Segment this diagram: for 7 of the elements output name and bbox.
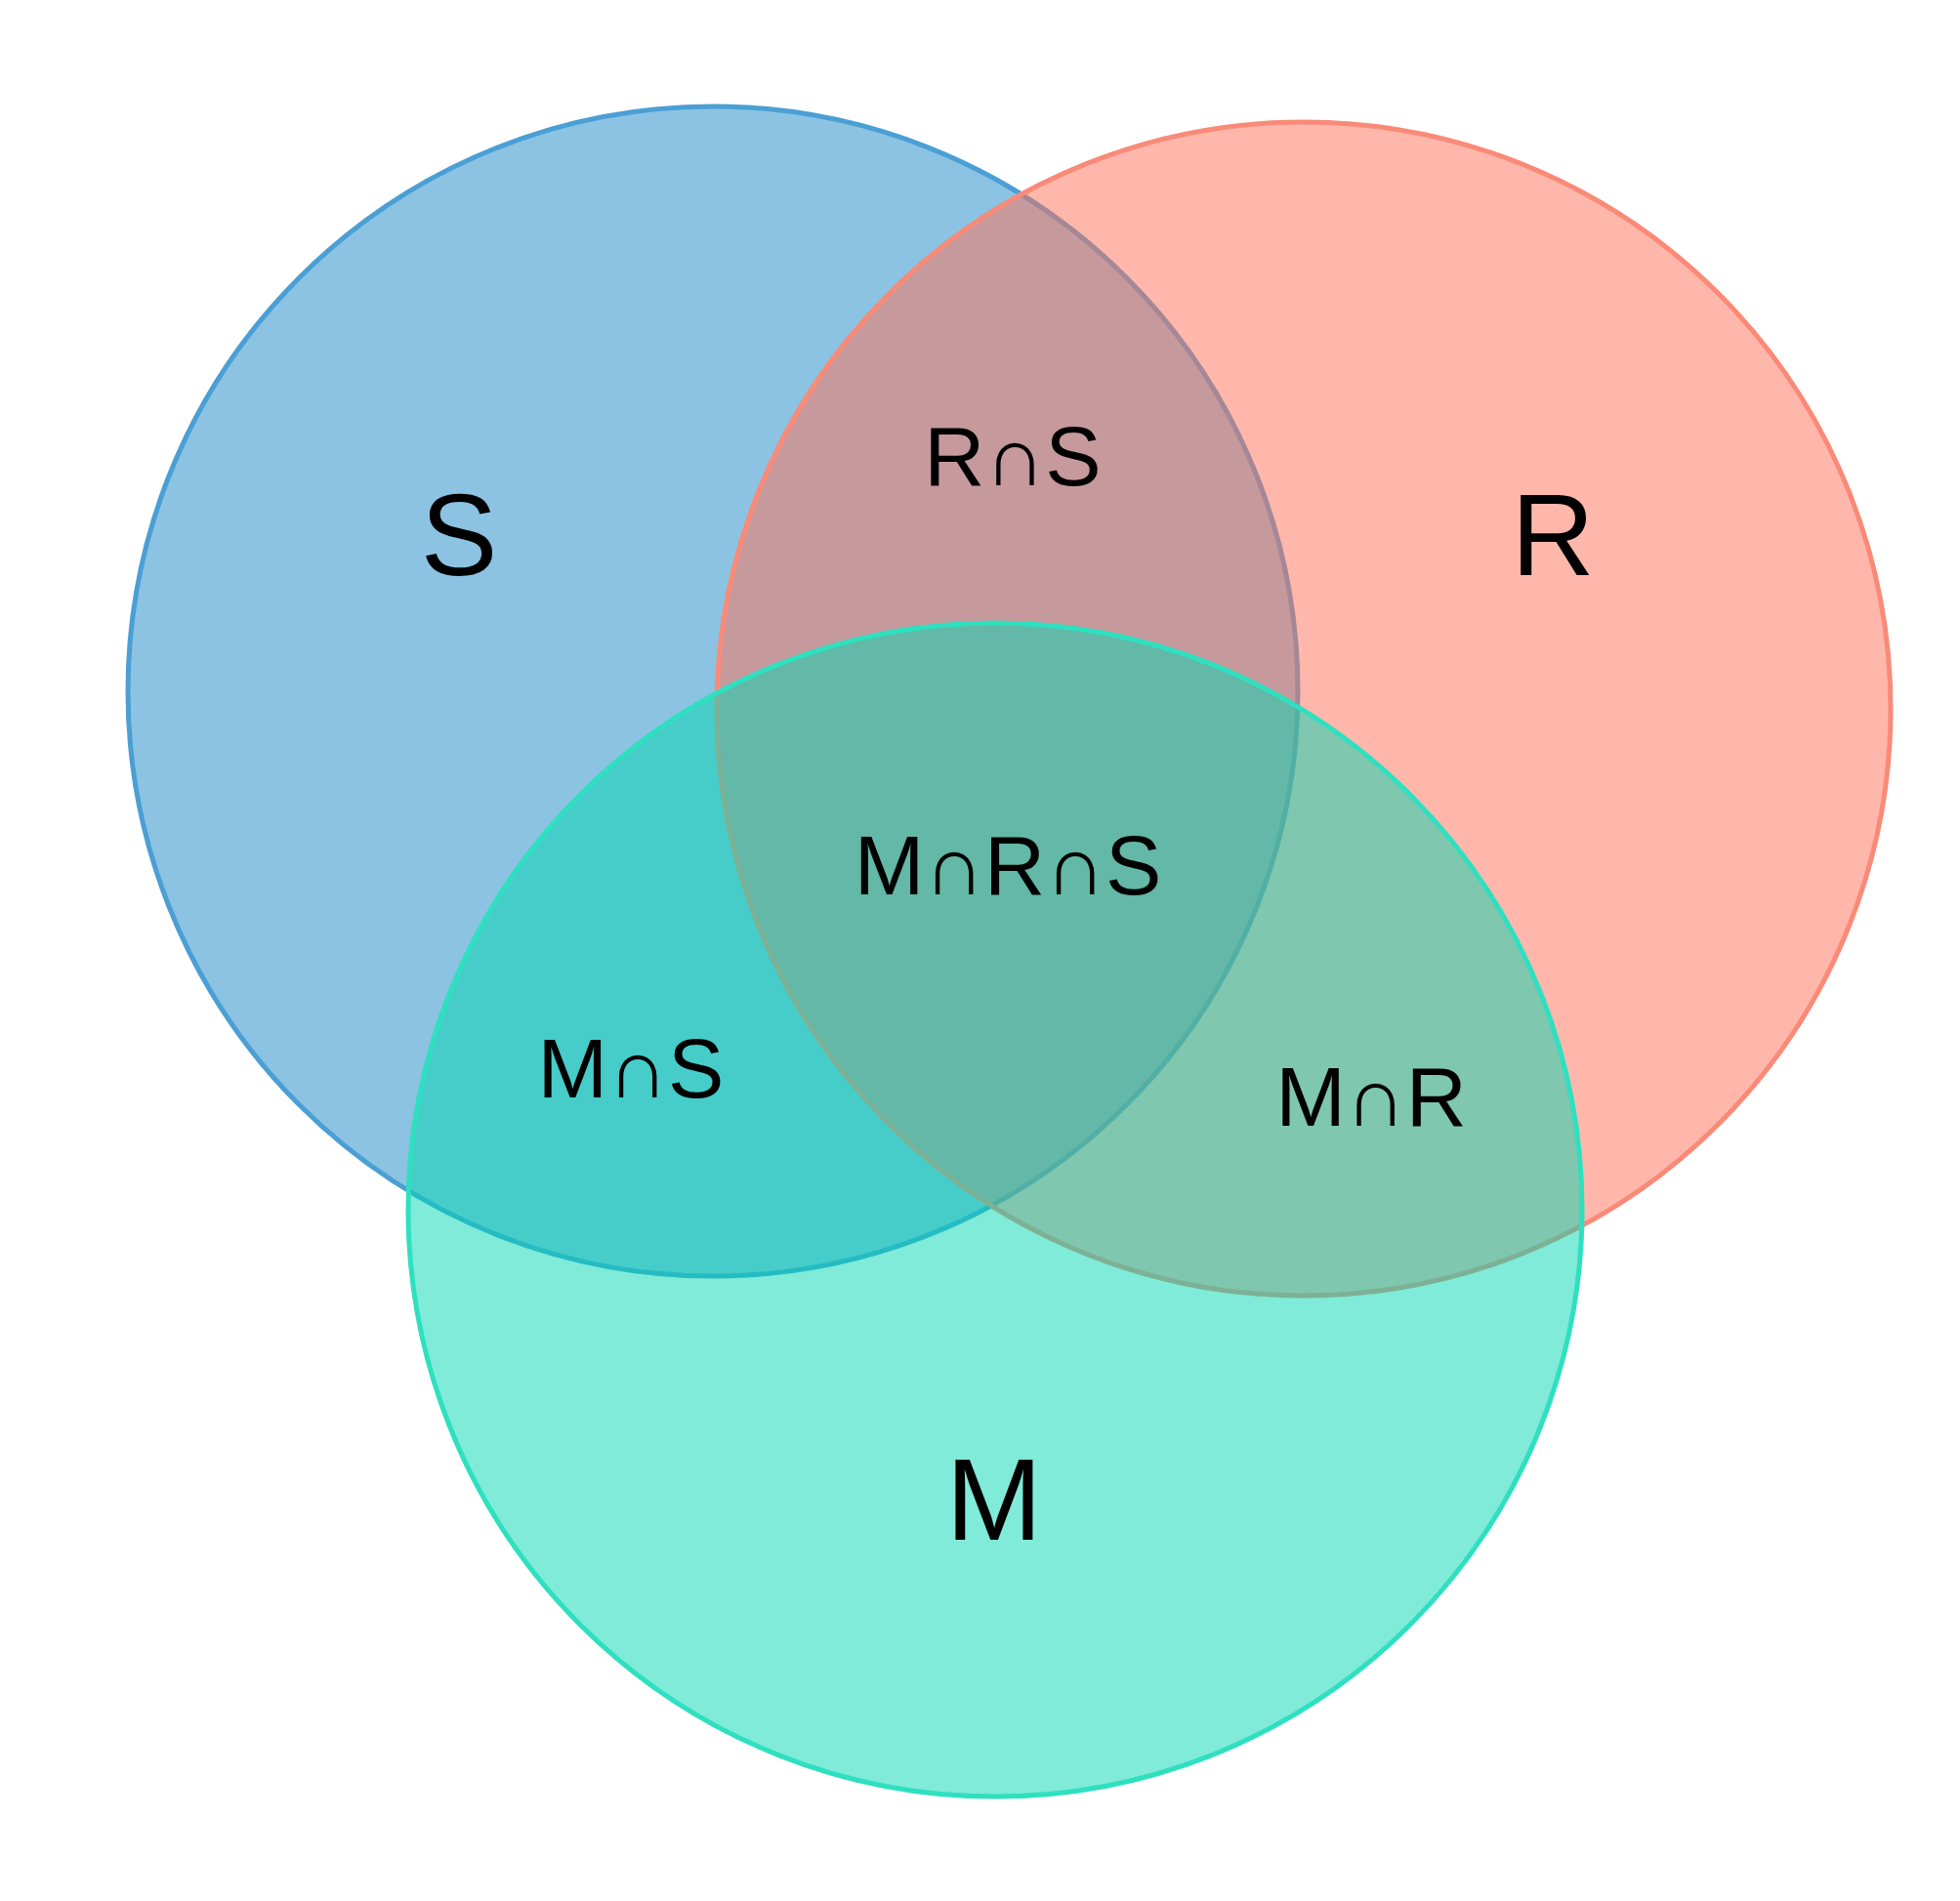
intersection-label: M∩S bbox=[537, 1026, 725, 1110]
set-label: R bbox=[1511, 477, 1595, 593]
intersection-label: M∩R∩S bbox=[854, 823, 1162, 907]
intersection-label: R∩S bbox=[924, 414, 1102, 498]
intersection-label: M∩R bbox=[1275, 1054, 1467, 1138]
set-label: S bbox=[420, 477, 498, 593]
set-label: M bbox=[945, 1442, 1043, 1557]
